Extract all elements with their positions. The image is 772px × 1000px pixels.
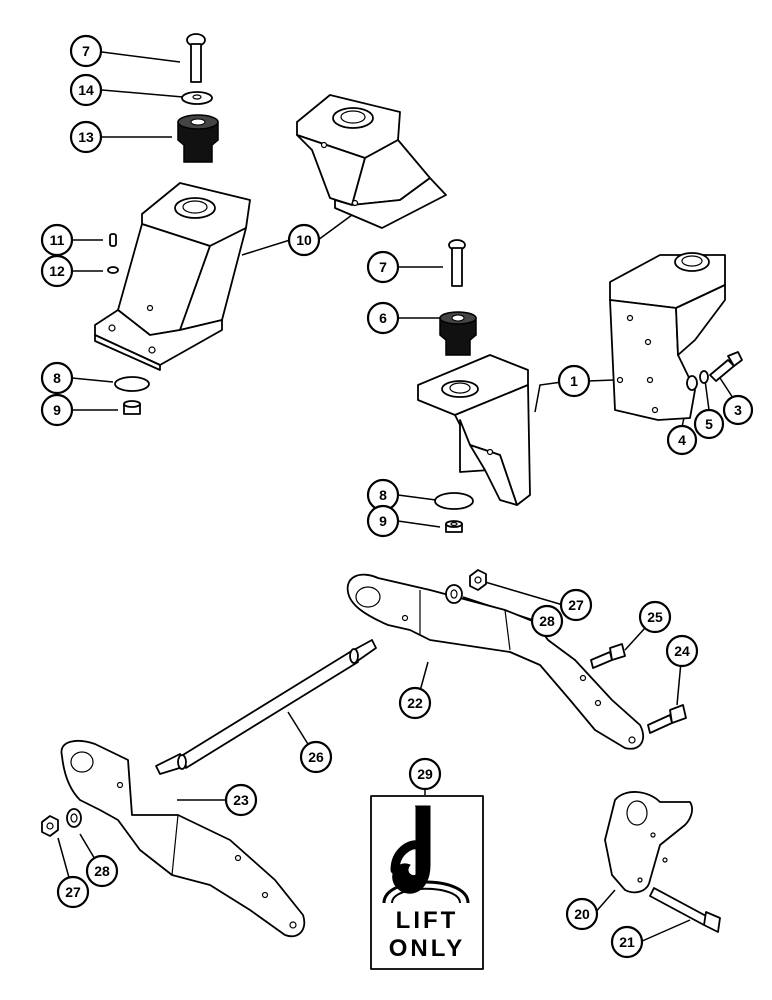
- svg-text:26: 26: [308, 749, 324, 765]
- callout-26: 26: [299, 740, 333, 774]
- callout-21: 21: [610, 925, 644, 959]
- callout-7-middle: 7: [366, 250, 400, 284]
- svg-text:9: 9: [53, 402, 61, 418]
- callout-28-top: 28: [530, 604, 564, 638]
- bracket-1-center: [417, 354, 531, 506]
- decal-line-2: ONLY: [389, 935, 465, 962]
- svg-text:28: 28: [94, 863, 110, 879]
- callout-7-top: 7: [69, 34, 103, 68]
- svg-text:22: 22: [407, 695, 423, 711]
- callout-22: 22: [398, 686, 432, 720]
- washer-8-left: [114, 376, 150, 392]
- svg-text:6: 6: [379, 310, 387, 326]
- svg-text:24: 24: [674, 643, 690, 659]
- callout-25: 25: [638, 600, 672, 634]
- bracket-1-right: [609, 252, 726, 421]
- clip-12: [107, 266, 119, 274]
- svg-text:8: 8: [53, 370, 61, 386]
- lift-arm-23: [60, 740, 306, 938]
- pin-11: [109, 233, 117, 247]
- bolt-24: [647, 704, 687, 734]
- callout-20: 20: [565, 897, 599, 931]
- nut-27-bottom: [41, 815, 59, 837]
- lift-arm-22: [346, 573, 645, 750]
- callout-9-center: 9: [366, 504, 400, 538]
- callout-24: 24: [665, 634, 699, 668]
- rubber-mount-6: [439, 311, 477, 356]
- svg-text:20: 20: [574, 906, 590, 922]
- svg-text:27: 27: [568, 597, 584, 613]
- washer-28-top: [445, 584, 463, 604]
- callout-28-bottom: 28: [85, 854, 119, 888]
- svg-text:28: 28: [539, 613, 555, 629]
- svg-text:7: 7: [82, 43, 90, 59]
- callout-29: 29: [408, 757, 442, 791]
- svg-text:25: 25: [647, 609, 663, 625]
- callout-23: 23: [224, 783, 258, 817]
- bolt-7-middle: [448, 239, 466, 287]
- svg-text:13: 13: [78, 129, 94, 145]
- callout-4: 4: [666, 424, 698, 456]
- callout-8-center: 8: [366, 478, 400, 512]
- svg-text:14: 14: [78, 82, 94, 98]
- svg-text:4: 4: [678, 432, 686, 448]
- callout-9-left: 9: [40, 393, 74, 427]
- callout-11: 11: [40, 223, 74, 257]
- svg-text:29: 29: [417, 766, 433, 782]
- callout-12: 12: [40, 254, 74, 288]
- callout-10: 10: [287, 223, 321, 257]
- callout-3: 3: [722, 394, 754, 426]
- bolt-21: [649, 887, 721, 933]
- callout-6: 6: [366, 301, 400, 335]
- nut-9-left: [123, 400, 141, 415]
- nut-9-center: [445, 520, 463, 533]
- washer-14: [181, 91, 213, 105]
- bolt-7-top: [186, 33, 206, 83]
- washer-5: [699, 370, 709, 384]
- svg-text:10: 10: [296, 232, 312, 248]
- rod-26: [155, 639, 377, 775]
- svg-text:9: 9: [379, 513, 387, 529]
- nut-27-top: [469, 569, 487, 591]
- left-bracket-10: [94, 182, 251, 371]
- washer-28-bottom: [66, 808, 82, 828]
- svg-text:27: 27: [65, 884, 81, 900]
- svg-text:8: 8: [379, 487, 387, 503]
- callout-13: 13: [69, 120, 103, 154]
- callout-5: 5: [693, 408, 725, 440]
- svg-text:5: 5: [705, 416, 713, 432]
- svg-text:23: 23: [233, 792, 249, 808]
- top-bracket-10: [296, 94, 447, 229]
- callout-27-top: 27: [559, 588, 593, 622]
- svg-text:21: 21: [619, 934, 635, 950]
- decal-line-1: LIFT: [396, 907, 459, 934]
- plate-20: [604, 791, 693, 894]
- callout-27-bottom: 27: [56, 875, 90, 909]
- svg-text:3: 3: [734, 402, 742, 418]
- callout-14: 14: [69, 73, 103, 107]
- lift-only-decal-29: LIFT ONLY: [370, 795, 484, 970]
- svg-text:12: 12: [49, 263, 65, 279]
- bolt-3: [709, 351, 743, 382]
- callout-1: 1: [557, 364, 591, 398]
- svg-text:1: 1: [570, 373, 578, 389]
- callout-8-left: 8: [40, 361, 74, 395]
- svg-text:7: 7: [379, 259, 387, 275]
- svg-text:11: 11: [50, 232, 65, 248]
- lockwasher-4: [686, 375, 698, 391]
- bolt-25: [590, 643, 626, 669]
- rubber-mount-13: [177, 114, 219, 163]
- washer-8-center: [434, 492, 474, 510]
